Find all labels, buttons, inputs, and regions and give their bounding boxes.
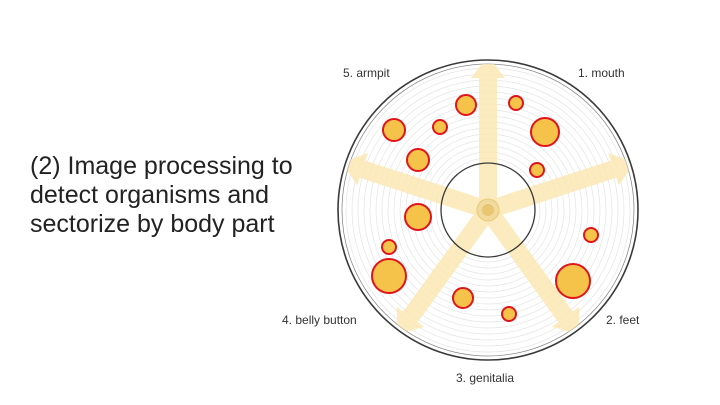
colony [452,287,474,309]
colony [530,117,560,147]
colony [381,239,397,255]
arrow-mouth [471,64,505,210]
center-dot [482,204,494,216]
label-genitalia: 3. genitalia [456,371,514,385]
arrow-genitalia [480,204,580,335]
caption-line-1: (2) Image processing to [30,152,293,180]
caption-line-3: sectorize by body part [30,210,275,238]
arrow-armpit [342,153,491,219]
slide-caption: (2) Image processing to detect organisms… [30,152,320,239]
colony [555,263,591,299]
label-armpit: 5. armpit [343,66,390,80]
colony [371,258,407,294]
colony [406,148,430,172]
colony [529,162,545,178]
colony [382,118,406,142]
colony [508,95,524,111]
colonies [371,94,599,322]
arrow-belly-button [396,204,496,335]
colony [455,94,477,116]
colony [404,203,432,231]
colony [432,119,448,135]
inner-circle [440,162,536,258]
label-feet: 2. feet [606,313,640,327]
colony [501,306,517,322]
sector-arrows [342,64,634,335]
colony [583,227,599,243]
arrow-feet [485,153,634,219]
label-belly-button: 4. belly button [282,313,357,327]
label-mouth: 1. mouth [578,66,625,80]
caption-line-2: detect organisms and [30,181,270,209]
